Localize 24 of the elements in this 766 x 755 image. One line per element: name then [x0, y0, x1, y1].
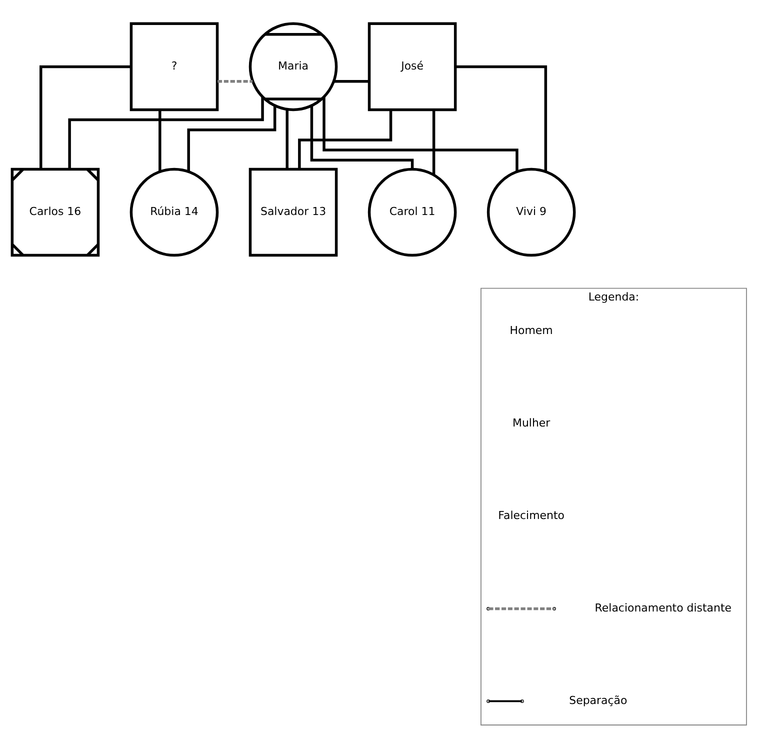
connector — [40, 64, 131, 168]
connector — [68, 96, 264, 169]
node-circle: Rúbia 14 — [130, 167, 219, 256]
connector — [158, 109, 162, 172]
node-box: José — [368, 22, 457, 111]
connector — [310, 105, 414, 169]
connector — [432, 109, 436, 174]
connector — [456, 64, 548, 171]
connector — [334, 79, 369, 82]
legend-label: Homem — [510, 324, 553, 337]
legend-label: Separação — [569, 694, 628, 707]
node-circle: Vivi 9 — [486, 167, 576, 256]
node-circle: Carol 11 — [368, 167, 457, 256]
legend-label: Mulher — [512, 416, 550, 430]
connector — [218, 79, 253, 82]
legend-label: Falecimento — [498, 508, 564, 522]
node-box: Salvador 13 — [248, 167, 338, 256]
connector — [187, 105, 276, 172]
node-circle: Maria — [248, 22, 338, 111]
connector — [298, 110, 392, 168]
node-box: ? — [130, 22, 219, 111]
legend-label: Relacionamento distante — [594, 601, 732, 614]
connector — [286, 109, 288, 169]
connector — [322, 96, 518, 171]
